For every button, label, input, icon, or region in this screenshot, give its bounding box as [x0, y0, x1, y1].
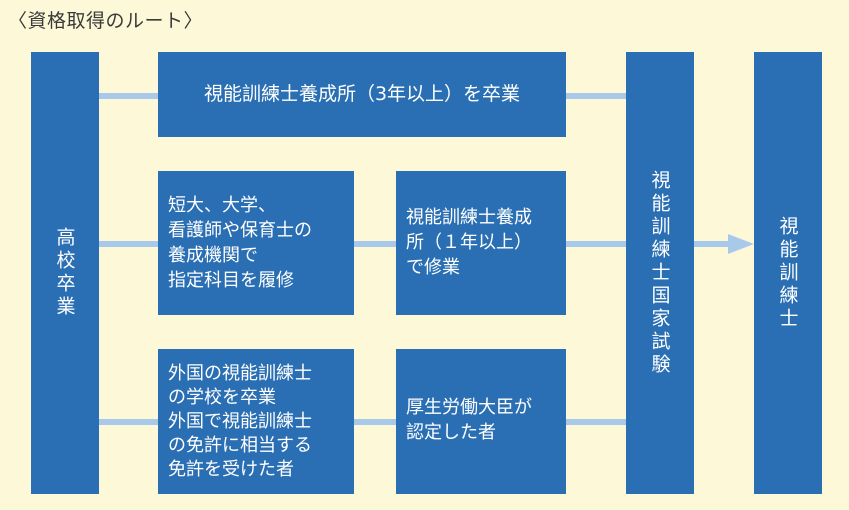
connector-route3-left: [98, 419, 160, 425]
node-route3-a-line-2: の学校を卒業: [168, 386, 276, 408]
node-route2-b-line-3: で修業: [406, 257, 460, 278]
node-route3-a-line-4: の免許に相当する: [168, 434, 312, 456]
node-route1: 視能訓練士養成所（3年以上）を卒業: [158, 52, 566, 137]
node-high-school-graduation: 高校卒業: [31, 52, 99, 494]
node-route2-a-line-3: 養成機関で: [168, 245, 258, 266]
node-route3-b: 厚生労働大臣が 認定した者: [396, 349, 566, 494]
connector-route3-mid: [354, 419, 398, 425]
node-route3-a-line-3: 外国で視能訓練士: [168, 410, 312, 432]
node-route2-a: 短大、大学、 看護師や保育士の 養成機関で 指定科目を履修: [158, 171, 354, 315]
connector-route1-left: [98, 93, 160, 99]
node-route2-b-line-2: 所（１年以上）: [406, 232, 532, 253]
node-route2-a-line-4: 指定科目を履修: [168, 270, 294, 291]
node-route3-b-line-1: 厚生労働大臣が: [406, 397, 532, 418]
connector-route3-right: [566, 419, 627, 425]
node-route1-line-1: 視能訓練士養成所（3年以上）を卒業: [203, 83, 521, 105]
node-route3-a: 外国の視能訓練士 の学校を卒業 外国で視能訓練士 の免許に相当する 免許を受けた…: [158, 349, 354, 494]
node-orthoptist-label: 視能訓練士: [776, 215, 799, 331]
node-route3-a-line-5: 免許を受けた者: [168, 458, 294, 480]
connector-route1-right: [565, 93, 627, 99]
node-national-exam-label: 視能訓練士国家試験: [648, 169, 671, 377]
node-route3-a-line-1: 外国の視能訓練士: [168, 362, 312, 384]
arrow-shaft: [693, 241, 729, 247]
node-route2-a-line-2: 看護師や保育士の: [168, 220, 312, 241]
node-high-school-graduation-label: 高校卒業: [53, 227, 76, 319]
connector-route2-left: [98, 241, 160, 247]
connector-route2-mid: [354, 241, 398, 247]
node-national-exam: 視能訓練士国家試験: [626, 52, 694, 494]
node-orthoptist: 視能訓練士: [754, 52, 822, 494]
node-route2-a-line-1: 短大、大学、: [168, 195, 276, 216]
diagram-title: 〈資格取得のルート〉: [8, 10, 204, 32]
connector-route2-right: [566, 241, 627, 247]
node-route2-b: 視能訓練士養成 所（１年以上） で修業: [396, 171, 566, 315]
node-route2-b-line-1: 視能訓練士養成: [406, 207, 532, 228]
node-route3-b-line-2: 認定した者: [406, 422, 496, 443]
arrow-head-icon: [728, 234, 754, 254]
